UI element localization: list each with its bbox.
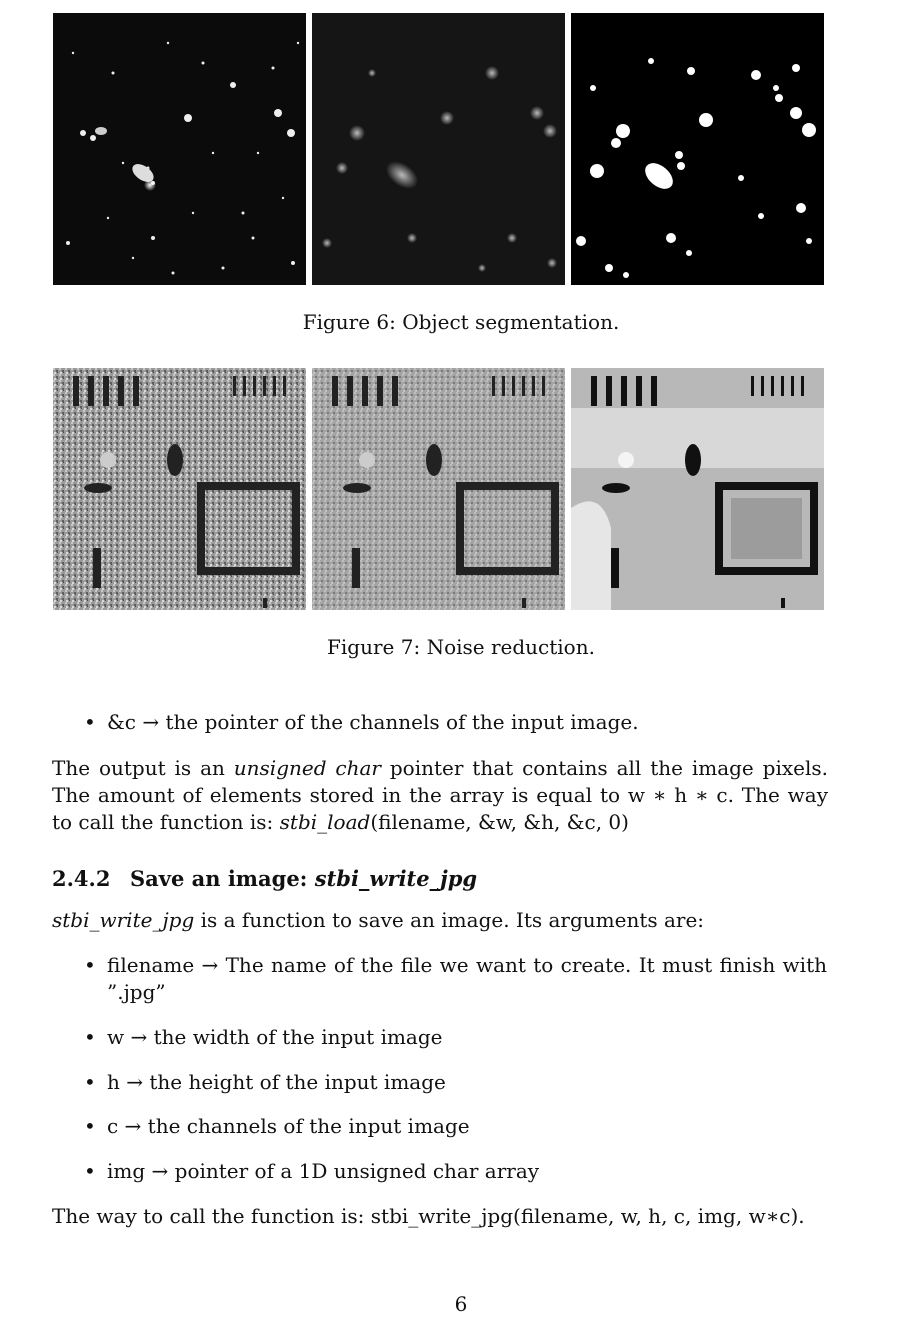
text-run: is a function to save an image. Its argu…	[194, 908, 705, 932]
list-item-text: &c → the pointer of the channels of the …	[107, 710, 639, 734]
section-number: 2.4.2	[52, 866, 111, 891]
figure-6-images	[53, 13, 824, 285]
list-item-text: filename → The name of the file we want …	[107, 953, 827, 1004]
figure-6-caption: Figure 6: Object segmentation.	[302, 310, 620, 334]
function-args: (filename, &w, &h, &c, 0)	[370, 810, 629, 834]
list-item-text: c → the channels of the input image	[107, 1114, 470, 1138]
clean-circuit-board-image	[571, 368, 824, 610]
italic-term: unsigned char	[233, 756, 381, 780]
text-run: The output is an	[52, 756, 234, 780]
list-item-filename: filename → The name of the file we want …	[84, 952, 827, 1006]
list-item-img: img → pointer of a 1D unsigned char arra…	[84, 1158, 827, 1185]
segmented-objects-image	[571, 13, 824, 285]
output-description-paragraph: The output is an unsigned char pointer t…	[52, 755, 828, 836]
closing-paragraph: The way to call the function is: stbi_wr…	[52, 1204, 805, 1228]
list-item-text: h → the height of the input image	[107, 1070, 446, 1094]
figure-7-caption: Figure 7: Noise reduction.	[327, 635, 595, 659]
function-name: stbi_load	[279, 810, 371, 834]
noisy-circuit-board-image	[53, 368, 306, 610]
list-item-width: w → the width of the input image	[84, 1024, 827, 1051]
list-item-channels: c → the channels of the input image	[84, 1113, 827, 1140]
text-run: pointer that contains all the image pixe…	[52, 756, 828, 834]
function-name: stbi_write_jpg	[52, 908, 195, 932]
list-item-text: w → the width of the input image	[107, 1025, 443, 1049]
list-item-text: img → pointer of a 1D unsigned char arra…	[107, 1159, 540, 1183]
intro-paragraph: stbi_write_jpg is a function to save an …	[52, 907, 828, 934]
figure-7-images	[53, 368, 824, 610]
blurred-star-field-image	[312, 13, 565, 285]
section-title: Save an image:	[130, 866, 315, 891]
section-title-code: stbi_write_jpg	[314, 866, 478, 891]
list-item-channels-pointer: &c → the pointer of the channels of the …	[84, 709, 827, 736]
page-number: 6	[454, 1292, 468, 1316]
list-item-height: h → the height of the input image	[84, 1069, 827, 1096]
original-star-field-image	[53, 13, 306, 285]
denoised-circuit-board-image	[312, 368, 565, 610]
section-heading: 2.4.2 Save an image: stbi_write_jpg	[52, 866, 477, 891]
